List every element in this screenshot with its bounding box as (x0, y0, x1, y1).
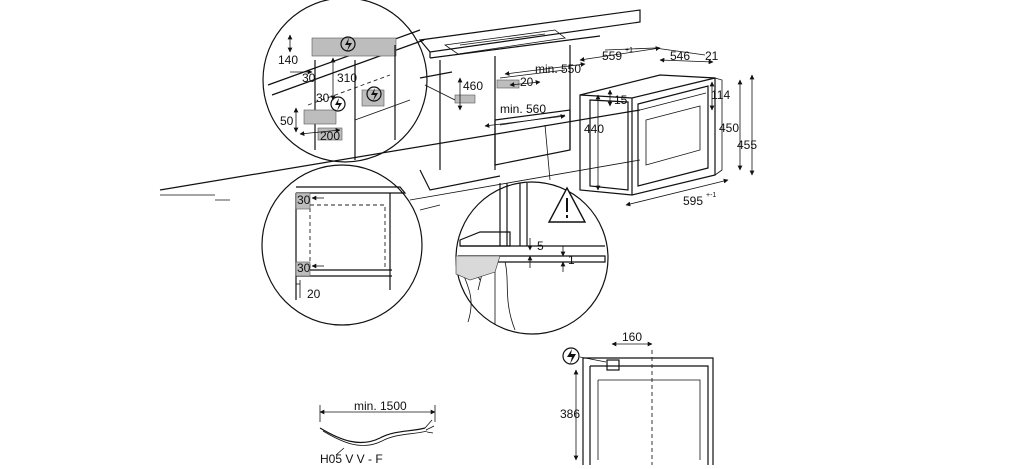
cable-type-label: H05 V V - F (320, 452, 383, 466)
dim-front: 21 (705, 49, 719, 63)
lightning-icon (562, 347, 580, 365)
dim-door-114: 114 (711, 88, 730, 102)
detail-circle-top: 140 30 310 30 50 200 (262, 0, 428, 163)
detail-circle-edge: 5 1 (455, 181, 609, 335)
leader-side (419, 204, 441, 211)
lightning-icon (340, 36, 356, 52)
dim-offset-top: 15 (614, 93, 628, 107)
niche-depth-label: min. 550 (535, 62, 581, 76)
detail-circle-side: 30 30 20 (261, 164, 423, 326)
dim-30b: 30 (316, 91, 330, 105)
rear-view: 160 386 (560, 330, 714, 465)
dim-450: 450 (719, 121, 739, 135)
dim-width-tol: +1 (625, 47, 633, 54)
niche-width-label: min. 560 (500, 102, 546, 116)
dim-160: 160 (622, 330, 642, 344)
warning-icon (547, 186, 587, 223)
dim-depth: 546 (670, 49, 690, 63)
dim-30a: 30 (302, 71, 316, 85)
dim-1: 1 (568, 253, 575, 267)
leader-top (424, 84, 456, 101)
dim-bottom-tol: +-1 (706, 192, 716, 199)
dim-20: 20 (307, 287, 321, 301)
dim-width: 559 (602, 49, 622, 63)
dim-5: 5 (537, 239, 544, 253)
dim-height-440: 440 (584, 122, 604, 136)
leader-edge (544, 124, 551, 181)
power-cable: min. 1500 H05 V V - F (319, 399, 436, 466)
niche-gap-label: 20 (520, 75, 534, 89)
lightning-icon (330, 96, 346, 112)
dim-30-top: 30 (297, 193, 311, 207)
dim-455: 455 (737, 138, 757, 152)
lightning-icon (366, 86, 382, 102)
oven-unit: 559 +1 546 21 15 440 114 450 455 595 +-1 (579, 46, 757, 208)
dim-200: 200 (320, 129, 340, 143)
dim-386: 386 (560, 407, 580, 421)
dim-310: 310 (337, 71, 357, 85)
kitchen-cabinet (159, 9, 641, 201)
niche-dimensions: 460 min. 550 20 min. 560 (457, 62, 586, 128)
niche-height-label: 460 (463, 79, 483, 93)
dim-50: 50 (280, 114, 294, 128)
dim-140: 140 (278, 53, 298, 67)
dim-bottom-width: 595 (683, 194, 703, 208)
dim-30-bottom: 30 (297, 261, 311, 275)
cable-length-label: min. 1500 (354, 399, 407, 413)
